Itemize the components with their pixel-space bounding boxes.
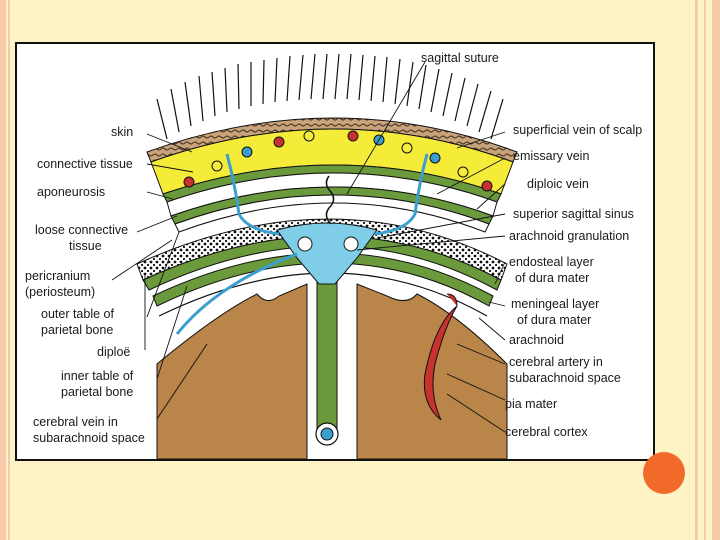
label-outer-table-2: parietal bone xyxy=(41,323,113,337)
hair-strands xyxy=(156,53,504,140)
label-loose-connective-1: loose connective xyxy=(35,223,128,237)
label-pericranium-2: (periosteum) xyxy=(25,285,95,299)
label-aponeurosis: aponeurosis xyxy=(37,185,105,199)
label-cerebral-cortex: cerebral cortex xyxy=(505,425,588,439)
label-diploe: diploë xyxy=(97,345,130,359)
veins xyxy=(175,153,429,335)
accent-circle xyxy=(643,452,685,494)
scalp-vessels xyxy=(183,130,493,192)
label-superficial-vein: superficial vein of scalp xyxy=(513,123,642,137)
label-connective-tissue: connective tissue xyxy=(37,157,133,171)
label-meningeal-2: of dura mater xyxy=(517,313,591,327)
label-diploic-vein: diploic vein xyxy=(527,177,589,191)
sagittal-suture-line xyxy=(325,175,335,225)
falx-cerebri xyxy=(316,264,338,436)
arachnoid-granulation-right xyxy=(343,236,359,252)
scalp-meninges-diagram: skin connective tissue aponeurosis loose… xyxy=(25,51,642,459)
label-sagittal-suture: sagittal suture xyxy=(421,51,499,65)
label-outer-table-1: outer table of xyxy=(41,307,114,321)
label-loose-connective-2: tissue xyxy=(69,239,102,253)
sinus-lumen xyxy=(320,427,334,441)
label-pia-mater: pia mater xyxy=(505,397,557,411)
label-endosteal-1: endosteal layer xyxy=(509,255,594,269)
endosteal-dura-layer xyxy=(142,235,502,291)
leader-lines xyxy=(111,61,506,433)
label-inner-table-2: parietal bone xyxy=(61,385,133,399)
label-cerebral-artery-2: subarachnoid space xyxy=(509,371,621,385)
decor-stripe xyxy=(8,0,10,540)
outer-table-layer xyxy=(174,194,490,233)
label-meningeal-1: meningeal layer xyxy=(511,297,599,311)
label-endosteal-2: of dura mater xyxy=(515,271,589,285)
label-cerebral-vein-2: subarachnoid space xyxy=(33,431,145,445)
decor-stripe xyxy=(695,0,698,540)
decor-stripe xyxy=(712,0,720,540)
label-arachnoid: arachnoid xyxy=(509,333,564,347)
cerebral-artery xyxy=(423,293,458,421)
arachnoid-granulation-left xyxy=(297,236,313,252)
label-skin: skin xyxy=(111,125,133,139)
diagram-frame: skin connective tissue aponeurosis loose… xyxy=(15,42,655,461)
label-cerebral-vein-1: cerebral vein in xyxy=(33,415,118,429)
cerebral-cortex-left xyxy=(156,283,308,459)
label-inner-table-1: inner table of xyxy=(61,369,134,383)
label-arachnoid-granulation: arachnoid granulation xyxy=(509,229,629,243)
decor-stripe xyxy=(0,0,6,540)
label-emissary-vein: emissary vein xyxy=(513,149,589,163)
decor-stripe xyxy=(704,0,706,540)
label-pericranium-1: pericranium xyxy=(25,269,90,283)
label-superior-sagittal-sinus: superior sagittal sinus xyxy=(513,207,634,221)
label-cerebral-artery-1: cerebral artery in xyxy=(509,355,603,369)
